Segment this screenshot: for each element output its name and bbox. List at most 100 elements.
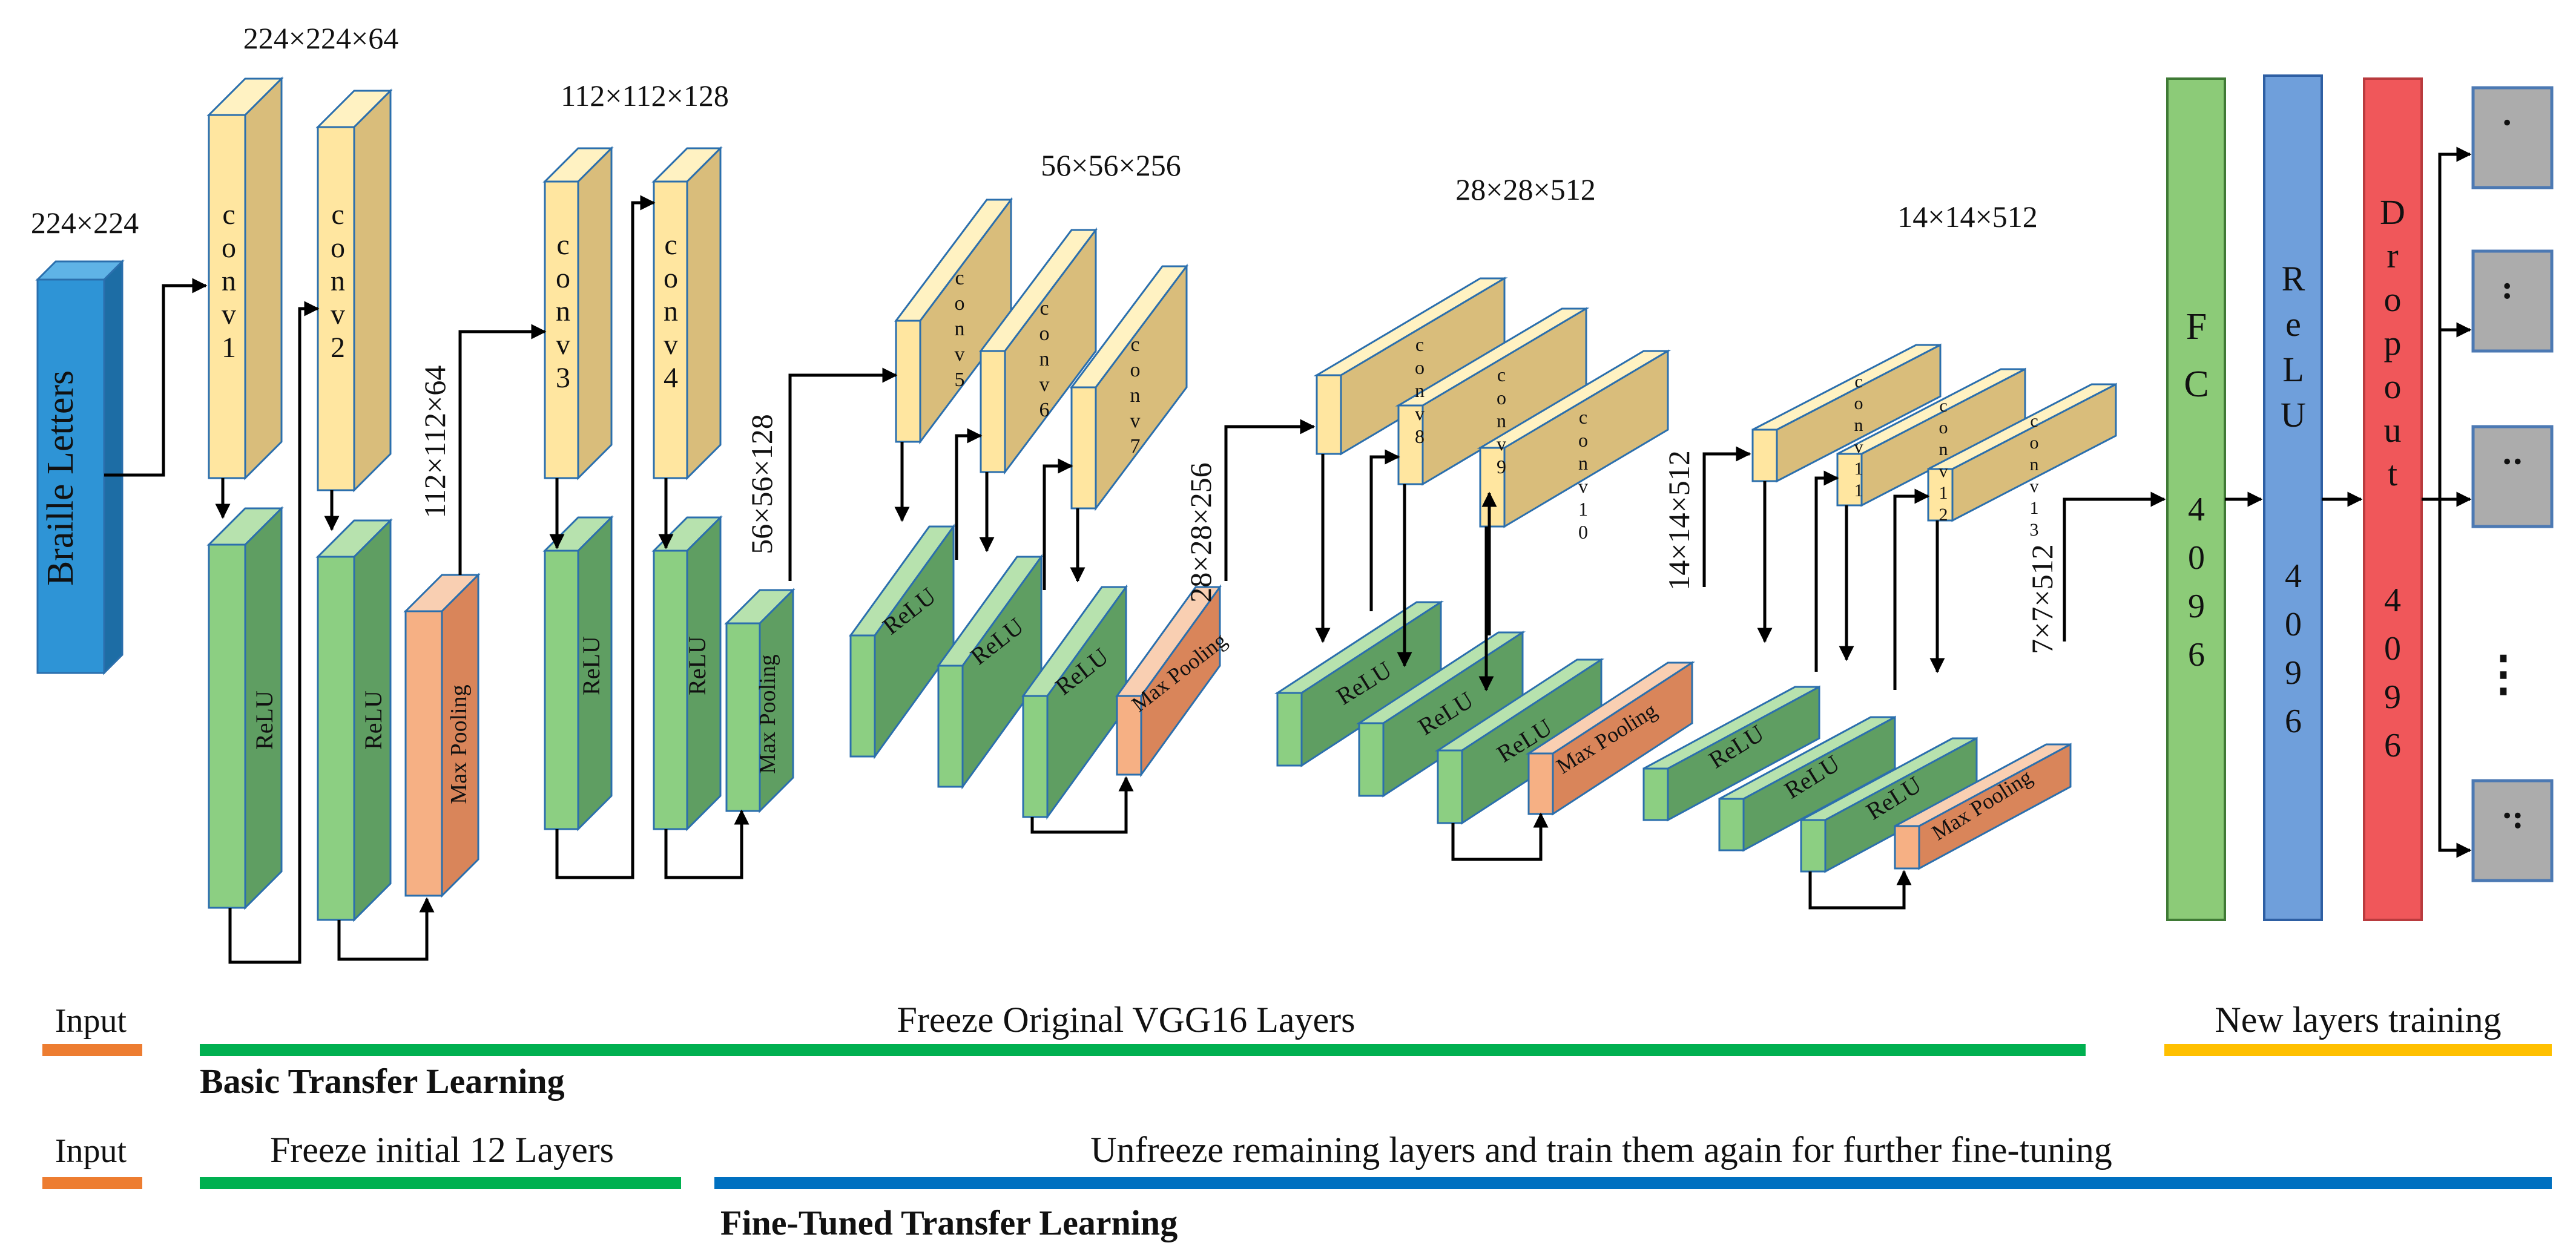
block5-out-label: 7×7×512 — [2025, 544, 2059, 654]
connector-arrow — [1893, 488, 1930, 690]
block2-out-label: 56×56×128 — [745, 414, 779, 554]
block3-size-label: 56×56×256 — [1041, 148, 1181, 182]
conv3-block — [542, 146, 614, 481]
conv9-block — [1395, 307, 1590, 486]
connector-arrow — [337, 897, 435, 961]
block4-size-label: 28×28×512 — [1455, 172, 1595, 206]
block2-size-label: 112×112×128 — [561, 79, 729, 113]
relu-label: ReLU — [684, 636, 711, 695]
conv12-block — [1836, 367, 2026, 507]
connector-arrow — [1808, 870, 1912, 910]
pool2-block — [724, 588, 796, 813]
connector-arrow — [664, 809, 749, 879]
output-class-symbol: ⠙ — [2499, 809, 2526, 849]
connector-arrow — [1224, 419, 1316, 581]
connector-arrow — [1043, 458, 1073, 590]
relu5-0-block — [1642, 685, 1820, 822]
pool1-block — [403, 573, 481, 898]
relu-label: ReLU — [251, 691, 278, 750]
block1-size-label: 224×224×64 — [243, 21, 398, 55]
block4-out-label: 14×14×512 — [1662, 450, 1696, 590]
legend-freeze-label: Freeze Original VGG16 Layers — [897, 1000, 1356, 1040]
max-pooling-label: Max Pooling — [446, 684, 472, 804]
conv8-block — [1313, 277, 1508, 456]
input-size-label: 224×224 — [31, 206, 139, 240]
fine-tuned-transfer-learning-title: Fine-Tuned Transfer Learning — [720, 1203, 1178, 1242]
legend-freeze-initial-label: Freeze initial 12 Layers — [270, 1130, 614, 1170]
max-pooling-label: Max Pooling — [755, 654, 780, 773]
output-class-box — [2471, 86, 2554, 189]
connector-arrow — [788, 367, 898, 581]
relu1a-block — [206, 506, 284, 910]
head-relu-layer — [2263, 74, 2323, 921]
relu-label: ReLU — [360, 691, 387, 750]
conv11-block — [1751, 343, 1942, 483]
input-label: Braille Letters — [40, 370, 81, 586]
dropout-layer — [2363, 77, 2423, 921]
output-class-box — [2471, 249, 2554, 353]
connector-arrow — [2438, 499, 2472, 858]
connector-arrow — [2063, 491, 2166, 641]
output-class-symbol: ⠉ — [2499, 455, 2526, 495]
relu3-0-block — [849, 523, 955, 760]
relu1b-block — [315, 518, 393, 922]
connector-arrow — [1369, 449, 1400, 611]
connector-arrow — [2422, 153, 2470, 501]
relu5-1-block — [1718, 715, 1896, 852]
relu-label: ReLU — [578, 636, 605, 695]
connector-arrow — [955, 428, 983, 560]
conv10-block — [1477, 349, 1672, 528]
legend-new-layers-label: New layers training — [2215, 1000, 2501, 1040]
connector-arrow — [555, 195, 656, 879]
conv7-block — [1070, 263, 1188, 511]
pool3-block — [1115, 584, 1222, 778]
relu3-1-block — [937, 554, 1043, 790]
relu3-2-block — [1021, 584, 1128, 820]
block1-out-label: 112×112×64 — [418, 366, 452, 519]
output-class-symbol: ⠁ — [2499, 116, 2526, 156]
conv13-block — [1927, 382, 2117, 522]
pool5-block — [1894, 743, 2072, 870]
connector-arrow — [228, 301, 320, 964]
block5-size-label: 14×14×512 — [1897, 200, 2037, 234]
connector-arrow — [1814, 470, 1839, 672]
fc-layer — [2166, 77, 2226, 921]
conv5-block — [894, 197, 1013, 445]
legend-unfreeze-label: Unfreeze remaining layers and train them… — [1090, 1130, 2112, 1170]
conv6-block — [979, 227, 1098, 475]
relu2a-block — [542, 515, 614, 832]
connector-arrow — [1702, 446, 1751, 587]
legend-input-label: Input — [55, 1002, 127, 1040]
output-class-symbol: ⠃ — [2499, 280, 2526, 320]
conv4-block — [651, 146, 723, 481]
connector-arrow — [1030, 776, 1134, 834]
block3-out-label: 28×28×256 — [1184, 462, 1217, 602]
output-class-box — [2471, 425, 2554, 528]
conv2-block — [315, 88, 393, 493]
basic-transfer-learning-title: Basic Transfer Learning — [200, 1061, 565, 1101]
relu5-2-block — [1800, 737, 1978, 873]
conv1-block — [206, 76, 284, 481]
ellipsis-icon: ⋮ — [2479, 648, 2528, 701]
output-class-box — [2471, 779, 2554, 882]
connector-arrow — [104, 278, 208, 477]
pool4-block — [1525, 661, 1696, 816]
